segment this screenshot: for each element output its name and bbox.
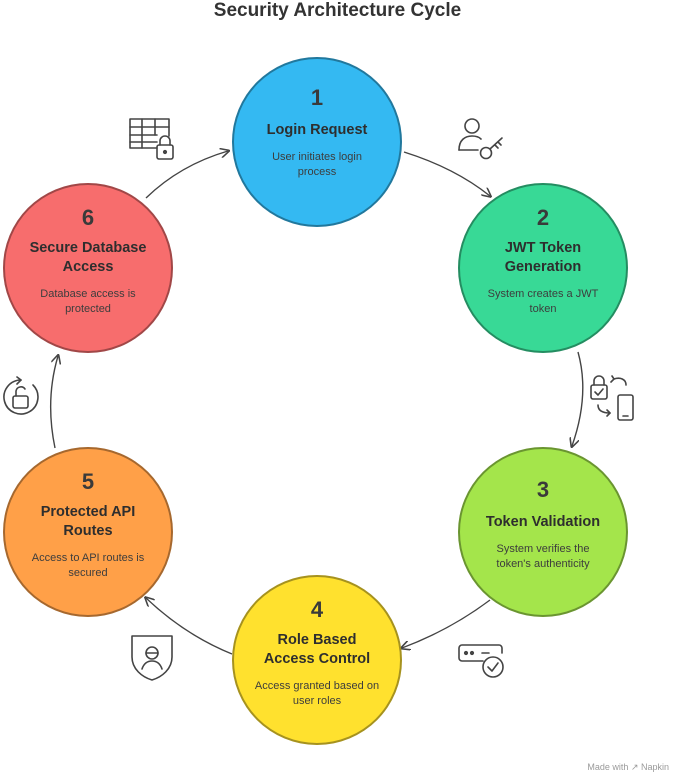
step-node-5: 5 Protected API Routes Access to API rou…: [3, 447, 173, 617]
step-number: 3: [536, 477, 550, 502]
step-number: 6: [81, 205, 95, 230]
step-description: User initiates login process: [272, 151, 362, 178]
password-check-icon: [458, 644, 504, 678]
diagram-title: Security Architecture Cycle: [213, 0, 462, 21]
step-heading: Secure Database Access: [29, 240, 147, 275]
step-description: Access granted based on user roles: [254, 680, 380, 707]
unlock-refresh-icon: [3, 376, 39, 415]
step-node-4: 4 Role Based Access Control Access grant…: [232, 575, 402, 745]
step-heading: Login Request: [266, 122, 368, 138]
step-number: 2: [536, 205, 550, 230]
step-node-6: 6 Secure Database Access Database access…: [3, 183, 173, 353]
arrow-1-to-2: [403, 151, 490, 196]
step-number: 5: [81, 469, 95, 494]
lock-phone-sync-icon: [590, 375, 634, 421]
shield-user-icon: [131, 635, 173, 681]
step-number: 4: [310, 597, 324, 622]
step-description: Access to API routes is secured: [31, 552, 145, 579]
step-node-3: 3 Token Validation System verifies the t…: [458, 447, 628, 617]
user-key-icon: [458, 118, 503, 160]
step-number: 1: [310, 85, 324, 110]
step-description: System verifies the token's authenticity: [496, 543, 590, 570]
step-node-1: 1 Login Request User initiates login pro…: [232, 57, 402, 227]
step-node-2: 2 JWT Token Generation System creates a …: [458, 183, 628, 353]
arrow-2-to-3: [572, 351, 584, 446]
arrow-6-to-1: [145, 151, 228, 199]
arrow-5-to-6: [49, 356, 58, 449]
arrow-4-to-5: [146, 598, 233, 655]
step-heading: Role Based Access Control: [263, 632, 371, 667]
step-heading: Protected API Routes: [40, 504, 136, 539]
step-description: Database access is protected: [40, 288, 136, 315]
step-description: System creates a JWT token: [487, 288, 599, 315]
step-heading: Token Validation: [485, 514, 601, 530]
made-with-napkin-credit: Made with ↗ Napkin: [587, 762, 669, 772]
table-lock-icon: [129, 118, 174, 160]
step-heading: JWT Token Generation: [504, 240, 582, 275]
arrow-3-to-4: [402, 599, 491, 648]
